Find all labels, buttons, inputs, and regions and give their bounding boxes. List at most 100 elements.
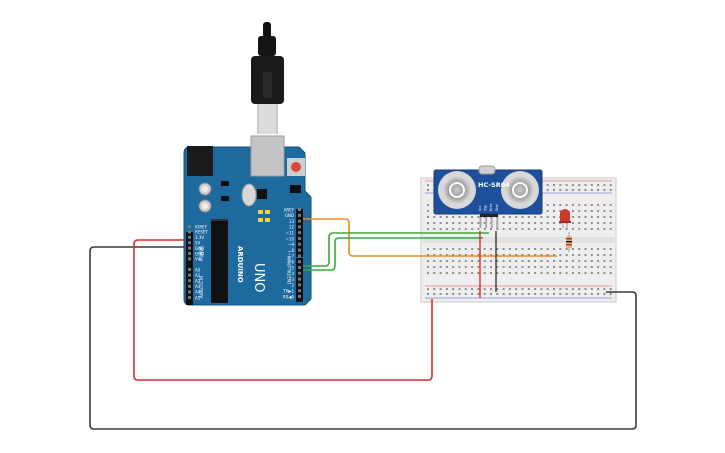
breadboard-hole[interactable] [597,210,600,212]
breadboard-hole[interactable] [609,189,612,191]
breadboard-hole[interactable] [508,288,511,290]
breadboard-hole[interactable] [515,266,518,268]
breadboard-hole[interactable] [597,254,600,256]
breadboard-hole[interactable] [471,260,474,262]
breadboard-hole[interactable] [427,248,429,250]
red-led[interactable] [559,209,571,228]
breadboard-hole[interactable] [439,228,442,230]
breadboard-hole[interactable] [571,222,574,224]
breadboard-hole[interactable] [546,248,549,250]
breadboard-hole[interactable] [546,266,549,268]
breadboard-hole[interactable] [546,272,549,274]
breadboard-hole[interactable] [508,222,511,224]
breadboard-hole[interactable] [508,254,511,256]
breadboard-hole[interactable] [521,222,524,224]
breadboard-hole[interactable] [477,254,480,256]
breadboard-hole[interactable] [559,210,562,212]
breadboard-hole[interactable] [502,228,505,230]
breadboard-hole[interactable] [502,266,505,268]
breadboard-hole[interactable] [471,228,474,230]
breadboard-hole[interactable] [553,293,555,295]
breadboard-hole[interactable] [515,254,518,256]
breadboard-hole[interactable] [553,266,555,268]
breadboard-hole[interactable] [483,260,486,262]
breadboard-hole[interactable] [508,260,511,262]
breadboard-hole[interactable] [559,266,562,268]
breadboard-hole[interactable] [565,254,568,256]
breadboard-hole[interactable] [452,254,455,256]
header-pin[interactable] [188,268,191,271]
breadboard-hole[interactable] [546,288,549,290]
breadboard-hole[interactable] [540,254,543,256]
breadboard-hole[interactable] [603,204,606,206]
breadboard-hole[interactable] [427,184,429,186]
breadboard-hole[interactable] [477,216,480,218]
breadboard-hole[interactable] [458,272,461,274]
breadboard-hole[interactable] [490,228,492,230]
breadboard-hole[interactable] [502,260,505,262]
breadboard-hole[interactable] [559,254,562,256]
breadboard-hole[interactable] [597,228,600,230]
breadboard-hole[interactable] [471,222,474,224]
breadboard-hole[interactable] [502,288,505,290]
breadboard-hole[interactable] [553,272,555,274]
breadboard-hole[interactable] [584,266,587,268]
header-pin[interactable] [298,289,301,293]
header-pin[interactable] [298,242,301,246]
breadboard-hole[interactable] [603,222,606,224]
breadboard-hole[interactable] [496,266,499,268]
breadboard-hole[interactable] [427,266,429,268]
breadboard-hole[interactable] [458,288,461,290]
breadboard-hole[interactable] [546,189,549,191]
breadboard-hole[interactable] [534,254,537,256]
breadboard-hole[interactable] [508,248,511,250]
breadboard-hole[interactable] [496,228,499,230]
wire-trig-green[interactable] [303,232,489,267]
header-pin[interactable] [188,235,191,239]
breadboard-hole[interactable] [559,272,562,274]
breadboard-hole[interactable] [515,272,518,274]
breadboard-hole[interactable] [540,248,543,250]
header-pin[interactable] [188,230,191,234]
breadboard-hole[interactable] [565,248,568,250]
breadboard-hole[interactable] [590,189,593,191]
breadboard-hole[interactable] [427,288,429,290]
breadboard-hole[interactable] [464,222,467,224]
breadboard-hole[interactable] [452,272,455,274]
breadboard-hole[interactable] [603,189,606,191]
breadboard-hole[interactable] [521,248,524,250]
breadboard-hole[interactable] [578,216,581,218]
breadboard-hole[interactable] [515,288,518,290]
breadboard-hole[interactable] [471,216,474,218]
breadboard-hole[interactable] [534,248,537,250]
breadboard-hole[interactable] [559,293,562,295]
breadboard-hole[interactable] [590,184,593,186]
breadboard-hole[interactable] [527,260,530,262]
breadboard-hole[interactable] [508,293,511,295]
breadboard-hole[interactable] [464,293,467,295]
breadboard-hole[interactable] [609,254,612,256]
breadboard-hole[interactable] [571,228,574,230]
breadboard-hole[interactable] [559,288,562,290]
breadboard-hole[interactable] [553,189,555,191]
breadboard-hole[interactable] [590,260,593,262]
breadboard-hole[interactable] [597,204,600,206]
breadboard-hole[interactable] [609,272,612,274]
breadboard-hole[interactable] [458,216,461,218]
breadboard-hole[interactable] [433,248,436,250]
breadboard-hole[interactable] [578,228,581,230]
breadboard-hole[interactable] [483,288,486,290]
breadboard-hole[interactable] [597,248,600,250]
breadboard-hole[interactable] [527,222,530,224]
breadboard-hole[interactable] [427,204,429,206]
breadboard-hole[interactable] [521,293,524,295]
breadboard-hole[interactable] [578,184,581,186]
breadboard-hole[interactable] [559,260,562,262]
breadboard-hole[interactable] [452,293,455,295]
breadboard-hole[interactable] [508,228,511,230]
breadboard-hole[interactable] [521,254,524,256]
breadboard-hole[interactable] [534,216,537,218]
breadboard-hole[interactable] [571,210,574,212]
breadboard-hole[interactable] [464,272,467,274]
wire-5v-red[interactable] [133,239,433,381]
